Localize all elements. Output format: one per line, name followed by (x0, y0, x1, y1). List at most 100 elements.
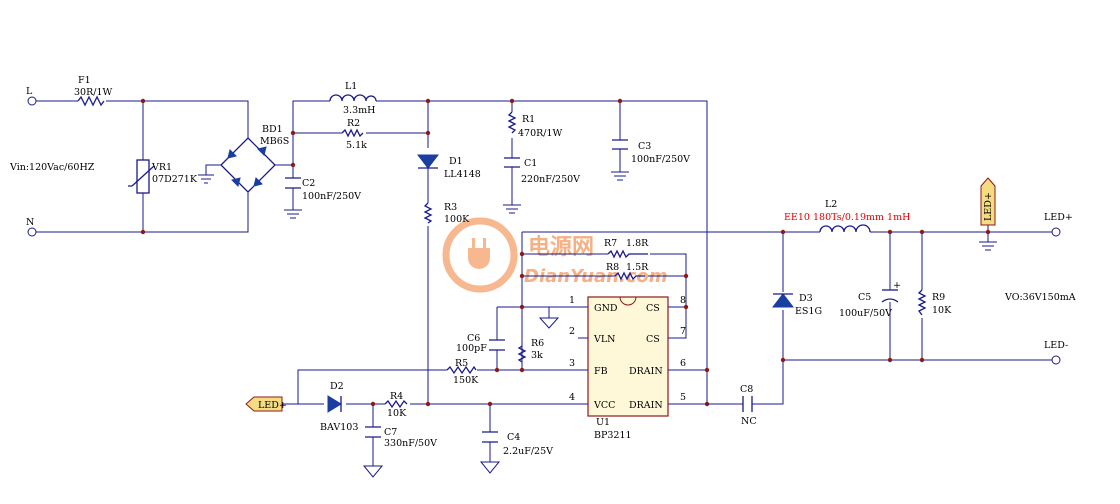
u1-notch (619, 296, 637, 306)
c7-ground-icon (362, 465, 384, 478)
led-ground-icon (979, 240, 997, 251)
vo-label: VO:36V150mA (1004, 292, 1076, 303)
vr1-ref: VR1 (151, 162, 172, 173)
terminal-n[interactable] (27, 227, 37, 237)
watermark-cn: 电源网 (528, 235, 594, 260)
r7: R7 1.8R (604, 238, 649, 259)
u1-pin-num: 2 (569, 326, 575, 337)
d3-value: ES1G (795, 306, 822, 317)
r6-resistor-symbol (517, 345, 527, 363)
c1-ground-icon (503, 204, 521, 214)
junctions (140, 98, 991, 407)
net-flag-left[interactable]: LED+ (245, 396, 287, 412)
c2-capacitor-symbol (285, 177, 301, 189)
d1-diode-symbol (416, 154, 440, 169)
r6-value: 3k (531, 350, 543, 361)
l2: L2 EE10 180Ts/0.19mm 1mH (784, 199, 910, 233)
terminal-l[interactable] (27, 96, 37, 106)
r4-resistor-symbol (384, 399, 408, 409)
input-terminals: L N Vin:120Vac/60HZ (9, 86, 95, 237)
l1: L1 3.3mH (329, 81, 377, 116)
c7-ref: C7 (384, 427, 397, 438)
c6-ref: C6 (467, 333, 480, 344)
wires (36, 100, 1052, 466)
junction (140, 229, 146, 235)
c6-capacitor-symbol (489, 339, 505, 351)
l2-inductor-symbol (819, 224, 871, 233)
c3-ref: C3 (638, 141, 651, 152)
c6: C6 100pF (456, 333, 505, 354)
terminal-led-minus[interactable] (1051, 355, 1061, 365)
bd1: BD1 MB6S (198, 124, 289, 193)
net-flag-left-label: LED+ (258, 400, 287, 411)
d3: D3 ES1G (771, 293, 822, 317)
junction (425, 401, 431, 407)
c8-value: NC (741, 416, 757, 427)
r9-ref: R9 (932, 292, 945, 303)
r9: R9 10K (917, 289, 952, 316)
junction (519, 251, 525, 257)
net-flag-top[interactable]: LED+ (979, 177, 997, 251)
vin-label: Vin:120Vac/60HZ (9, 162, 95, 173)
c2-value: 100nF/250V (302, 191, 361, 202)
junction (519, 367, 525, 373)
u1-pin-num: 5 (680, 392, 686, 403)
junction (425, 98, 431, 104)
r1-ref: R1 (522, 114, 535, 125)
r6-ref: R6 (531, 338, 544, 349)
d2: D2 BAV103 (320, 381, 358, 433)
c5: + C5 100uF/50V (839, 280, 901, 319)
junction (370, 401, 376, 407)
l1-inductor-symbol (329, 94, 377, 102)
junction (140, 98, 146, 104)
led-minus-label: LED- (1044, 340, 1068, 351)
c5-ref: C5 (858, 292, 871, 303)
bd1-ref: BD1 (262, 124, 283, 135)
f1: F1 30R/1W (74, 75, 112, 107)
junction (887, 357, 893, 363)
c1-capacitor-symbol (504, 157, 520, 168)
c3-ground-icon (611, 171, 629, 181)
c3-value: 100nF/250V (631, 154, 690, 165)
c8-ref: C8 (740, 384, 753, 395)
c6-value: 100pF (456, 343, 487, 354)
junction (683, 304, 689, 310)
c4-ground-icon (479, 461, 501, 474)
bd1-value: MB6S (260, 136, 289, 147)
d1: D1 LL4148 (416, 154, 481, 180)
u1-body[interactable] (587, 296, 669, 417)
u1-pin-num: 3 (569, 358, 575, 369)
f1-ref: F1 (78, 75, 91, 86)
u1-gnd-icon (538, 317, 560, 329)
terminal-led-plus[interactable] (1051, 227, 1061, 237)
svg-text:+: + (893, 280, 901, 291)
junction (509, 98, 515, 104)
d1-ref: D1 (449, 156, 463, 167)
junction (780, 229, 786, 235)
junction (494, 367, 500, 373)
u1: 1 2 3 4 GND VLN FB VCC CS CS DRAIN DRAIN… (569, 295, 686, 441)
r5-value: 150K (453, 375, 479, 386)
l1-ref: L1 (345, 81, 357, 92)
l1-value: 3.3mH (343, 105, 375, 116)
junction (290, 130, 296, 136)
junction (919, 357, 925, 363)
r5: R5 150K (446, 358, 479, 386)
f1-resistor-symbol (77, 95, 105, 107)
r2: R2 5.1k (341, 118, 367, 151)
c3: C3 100nF/250V (611, 139, 690, 181)
r4-value: 10K (387, 408, 407, 419)
junction (519, 304, 525, 310)
net-flag-left-shape (245, 396, 283, 412)
d3-diode-symbol (771, 293, 795, 308)
u1-value: BP3211 (594, 430, 632, 441)
led-plus-label: LED+ (1044, 212, 1073, 223)
junction (704, 367, 710, 373)
c2: C2 100nF/250V (284, 177, 361, 219)
c1-ref: C1 (524, 158, 537, 169)
r4: R4 10K (384, 391, 408, 419)
u1-pin-name: CS (646, 303, 660, 314)
r4-ref: R4 (390, 391, 403, 402)
terminal-n-label: N (26, 217, 34, 228)
